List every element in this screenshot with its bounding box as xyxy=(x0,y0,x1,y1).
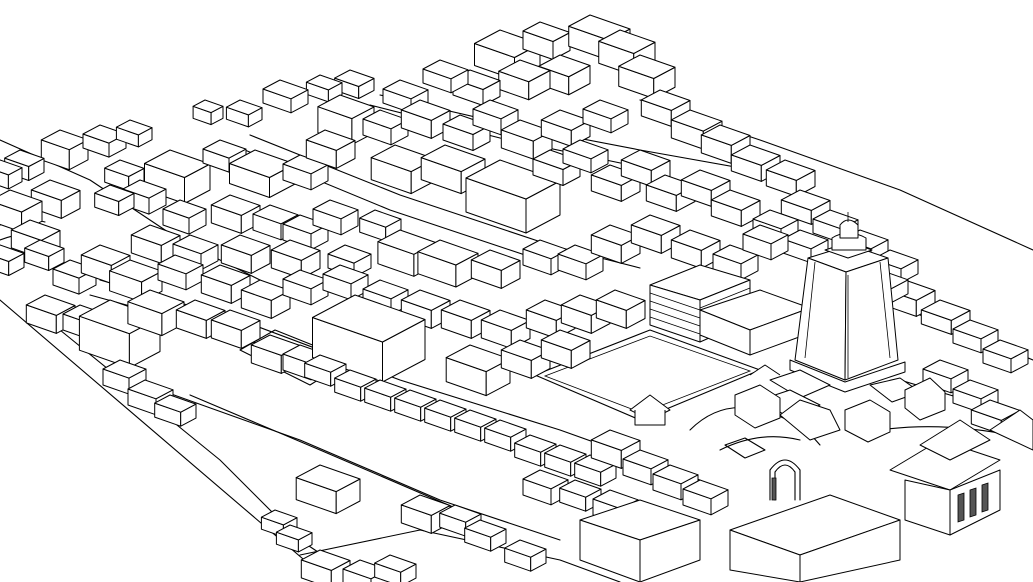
building-block xyxy=(157,254,204,291)
building-block xyxy=(200,264,251,304)
building-block xyxy=(24,239,65,271)
building-block xyxy=(282,269,329,306)
building-block xyxy=(312,199,359,236)
building-block xyxy=(305,129,356,169)
main-diagonal-road-edge-outer xyxy=(0,299,331,582)
temple-ground-curve-b xyxy=(719,436,801,451)
building-block xyxy=(442,114,491,151)
building-block xyxy=(504,539,547,572)
square-inner-outline xyxy=(543,335,752,414)
building-block xyxy=(202,139,247,173)
building-block xyxy=(540,109,591,147)
building-block xyxy=(630,214,681,254)
building-block xyxy=(582,99,629,134)
building-block xyxy=(574,454,617,487)
lower-street-edge xyxy=(159,389,561,541)
building-block xyxy=(240,279,291,319)
building-block xyxy=(540,329,591,369)
building-block xyxy=(30,179,81,219)
building-block xyxy=(192,99,224,126)
building-block xyxy=(982,339,1029,374)
building-block xyxy=(220,234,271,274)
building-block xyxy=(557,244,604,281)
building-block xyxy=(305,74,343,103)
building-block xyxy=(282,214,329,251)
building-block xyxy=(40,129,89,171)
gate-arch xyxy=(769,459,801,501)
building-block xyxy=(225,99,263,128)
building-block xyxy=(417,239,479,288)
building-block xyxy=(262,79,309,114)
building-block xyxy=(94,184,135,216)
building-block xyxy=(538,54,591,96)
building-block xyxy=(480,309,531,349)
building-block xyxy=(359,209,402,242)
lower-street-edge-b xyxy=(189,394,461,511)
building-block xyxy=(470,249,521,289)
building-block xyxy=(275,524,313,553)
building-block xyxy=(522,21,571,60)
building-block xyxy=(210,194,261,234)
building-block xyxy=(210,309,261,349)
building-block xyxy=(374,554,417,582)
market-hall xyxy=(699,289,811,356)
building-block xyxy=(312,294,426,383)
building-block xyxy=(445,344,511,397)
building-block xyxy=(0,244,25,276)
building-block xyxy=(595,289,646,329)
building-block xyxy=(154,394,197,427)
building-block xyxy=(742,224,789,261)
building-block xyxy=(562,139,609,174)
building-block xyxy=(115,119,153,148)
building-blocks xyxy=(0,14,1029,582)
temple-complex xyxy=(629,364,946,443)
building-block xyxy=(162,199,207,235)
building-block xyxy=(670,229,721,269)
east-pavilion xyxy=(889,409,1033,536)
building-block xyxy=(270,239,321,279)
building-block xyxy=(422,59,469,94)
building-block xyxy=(922,359,969,394)
building-block xyxy=(295,464,361,515)
building-block xyxy=(590,164,641,202)
south-east-blocks xyxy=(579,494,901,582)
building-block xyxy=(282,154,329,191)
building-block xyxy=(465,159,561,234)
building-block xyxy=(920,299,971,335)
building-block xyxy=(0,159,23,190)
building-block xyxy=(464,519,507,552)
building-block xyxy=(682,479,729,516)
tower xyxy=(789,212,906,393)
building-block xyxy=(498,59,551,101)
building-block xyxy=(952,319,999,354)
pond-outline xyxy=(724,437,766,459)
building-block xyxy=(710,189,761,227)
